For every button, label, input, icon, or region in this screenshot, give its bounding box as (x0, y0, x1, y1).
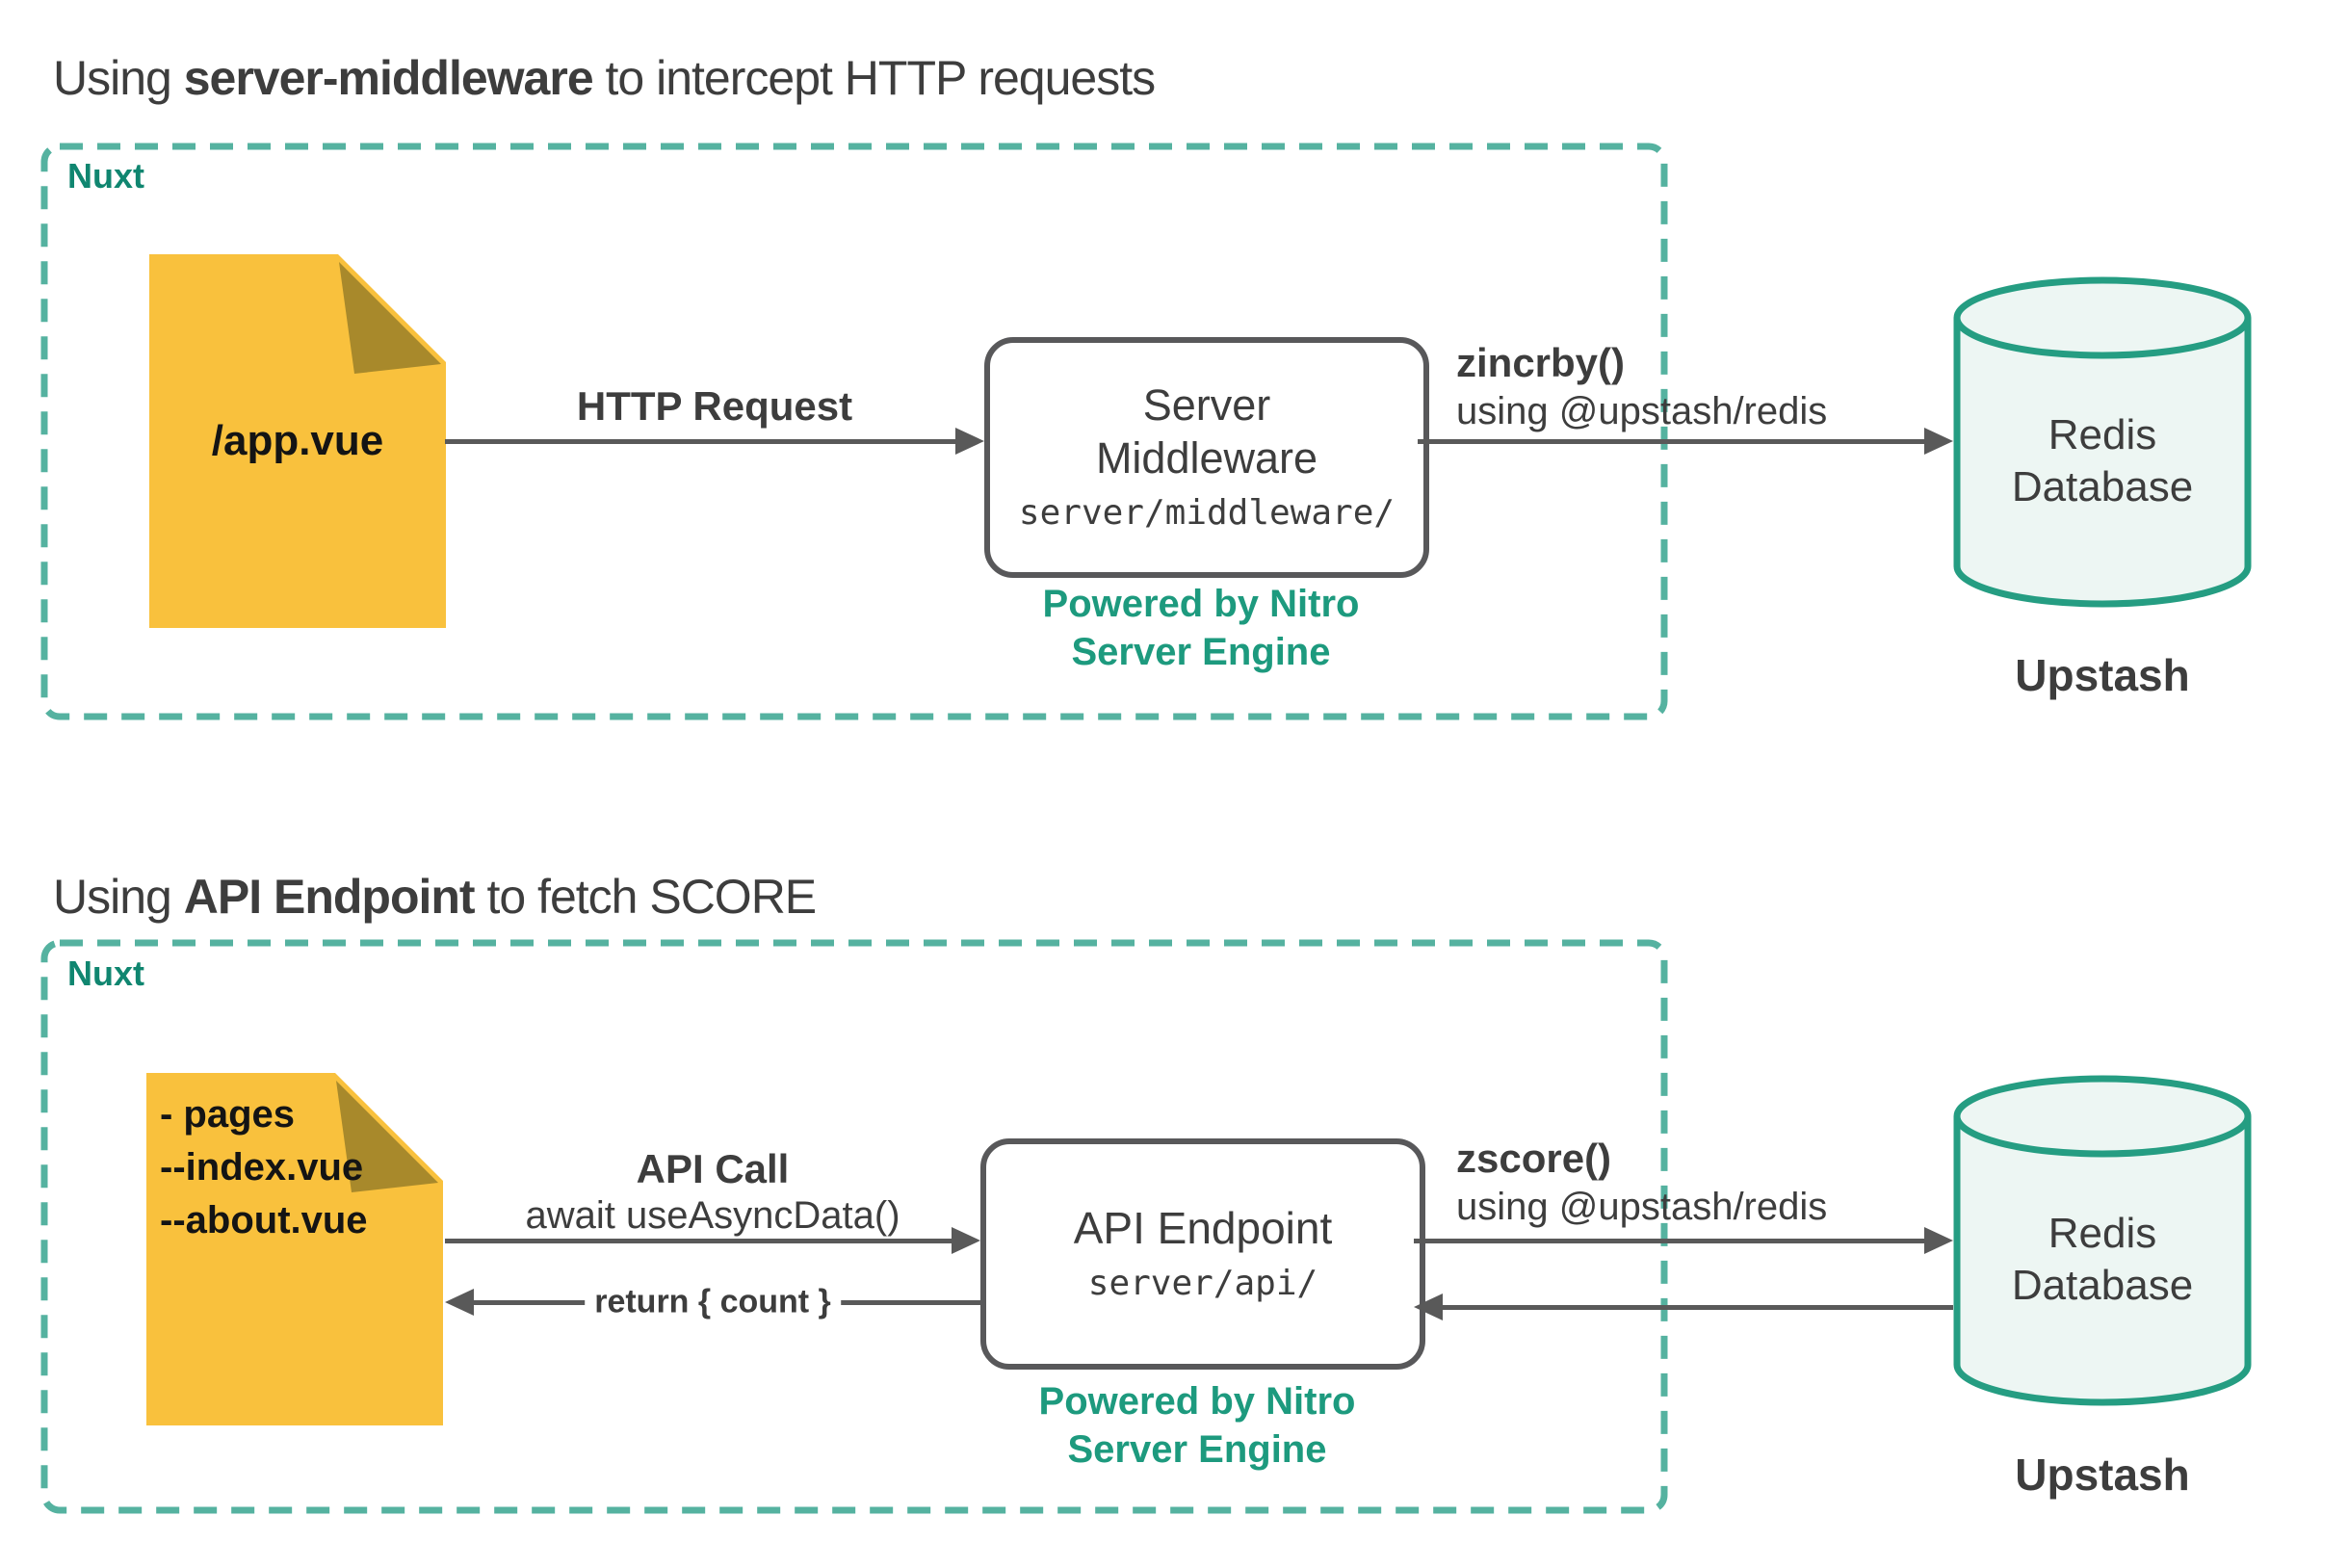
database-name-line1: Redis (2048, 411, 2157, 458)
box-path-label: server/middleware/ (1018, 493, 1396, 533)
database-name: Redis Database (1953, 1112, 2252, 1407)
arrow-label-line2: using @upstash/redis (1456, 1186, 1828, 1228)
arrow-shaft (1414, 1238, 1924, 1243)
file-line1: - pages (160, 1093, 296, 1136)
powered-by-nitro-label: Powered by Nitro Server Engine (984, 580, 1418, 676)
database-name-line2: Database (2011, 1262, 2194, 1309)
pages-file: - pages --index.vue --about.vue (146, 1073, 443, 1425)
title-suffix: to intercept HTTP requests (592, 51, 1157, 105)
title-prefix: Using (53, 870, 184, 924)
arrow-shaft (445, 438, 955, 444)
api-call-arrow (445, 1224, 980, 1257)
file-line3: --about.vue (160, 1199, 368, 1241)
arrowhead-left-icon (445, 1289, 474, 1316)
section1-title: Using server-middleware to intercept HTT… (53, 50, 1157, 106)
arrow-label-line2: await useAsyncData() (525, 1194, 900, 1237)
redis-database-cylinder: Redis Database (1953, 1074, 2252, 1407)
return-arrow-label: return { count } (585, 1283, 841, 1321)
box-title-line1: API Endpoint (1073, 1202, 1333, 1253)
nuxt-dashed-frame (40, 143, 1668, 720)
title-prefix: Using (53, 51, 184, 105)
section2-title: Using API Endpoint to fetch SCORE (53, 869, 817, 925)
redis-database-cylinder: Redis Database (1953, 275, 2252, 609)
box-path-label: server/api/ (1087, 1263, 1318, 1303)
arrow-label-line1: API Call (636, 1146, 790, 1191)
database-cylinder-icon (1953, 276, 2252, 608)
upstash-label: Upstash (2015, 1450, 2190, 1500)
title-emphasis: server-middleware (183, 51, 594, 105)
arrow-label-line1: HTTP Request (576, 383, 853, 429)
arrowhead-right-icon (1924, 1227, 1953, 1254)
api-call-label: API Call await useAsyncData() (445, 1146, 980, 1239)
arrowhead-right-icon (955, 428, 984, 455)
database-name-line2: Database (2011, 463, 2194, 510)
arrow-shaft (1418, 438, 1924, 444)
zscore-arrow (1414, 1224, 1953, 1257)
powered-line1: Powered by Nitro (1038, 1380, 1356, 1423)
file-name-label: /app.vue (211, 417, 384, 464)
app-vue-file: /app.vue (149, 254, 446, 628)
arrowhead-right-icon (952, 1227, 980, 1254)
arrow-shaft (1443, 1304, 1953, 1310)
arrowhead-left-icon (1414, 1294, 1443, 1320)
http-request-arrow (445, 425, 984, 457)
arrow-label-line2: using @upstash/redis (1456, 390, 1828, 432)
file-tree-lines: - pages --index.vue --about.vue (146, 1073, 443, 1247)
api-endpoint-box: API Endpoint server/api/ (980, 1138, 1425, 1370)
return-count-arrow: return { count } (445, 1283, 980, 1321)
database-name-line1: Redis (2048, 1210, 2157, 1257)
powered-line2: Server Engine (1067, 1428, 1327, 1471)
http-request-label: HTTP Request (445, 383, 984, 430)
file-line2: --index.vue (160, 1146, 364, 1189)
box-title-line1: Server (1142, 380, 1271, 430)
upstash-label: Upstash (2015, 650, 2190, 700)
zscore-label: zscore() using @upstash/redis (1456, 1135, 1827, 1231)
title-emphasis: API Endpoint (183, 870, 476, 924)
nuxt-frame-label: Nuxt (67, 156, 144, 196)
powered-by-nitro-label: Powered by Nitro Server Engine (980, 1377, 1414, 1474)
redis-return-arrow (1414, 1291, 1953, 1323)
arrow-label-line1: zscore() (1456, 1136, 1612, 1181)
server-middleware-box: Server Middleware server/middleware/ (984, 337, 1429, 578)
zincrby-arrow (1418, 425, 1953, 457)
powered-line2: Server Engine (1071, 631, 1331, 673)
box-title-line2: Middleware (1095, 433, 1318, 483)
nuxt-frame-label: Nuxt (67, 954, 144, 993)
database-name: Redis Database (1953, 314, 2252, 609)
title-suffix: to fetch SCORE (474, 870, 817, 924)
arrow-shaft (445, 1238, 952, 1243)
nuxt-dashed-frame (40, 939, 1668, 1514)
zincrby-label: zincrby() using @upstash/redis (1456, 339, 1827, 435)
folded-corner-icon (336, 1081, 438, 1192)
folded-corner-icon (339, 262, 441, 374)
arrow-label-line1: zincrby() (1456, 340, 1626, 385)
arrowhead-right-icon (1924, 428, 1953, 455)
powered-line1: Powered by Nitro (1042, 583, 1360, 625)
database-cylinder-icon (1953, 1075, 2252, 1406)
